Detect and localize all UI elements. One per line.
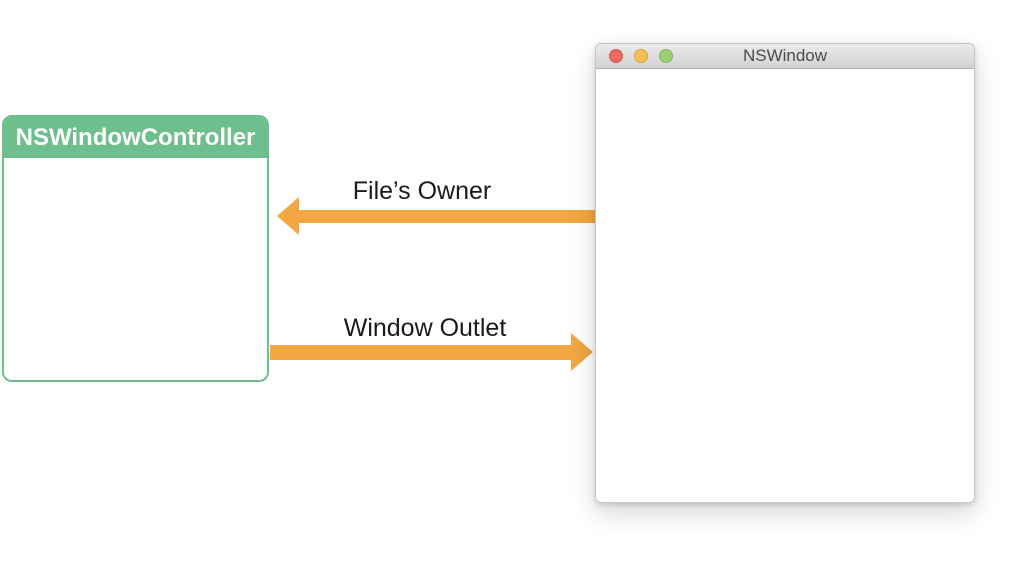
traffic-lights (609, 44, 673, 68)
arrow-shaft (270, 345, 572, 360)
arrow-shaft (298, 210, 595, 223)
close-button-icon[interactable] (609, 49, 623, 63)
nswindowcontroller-title: NSWindowController (15, 123, 256, 151)
window-outlet-label: Window Outlet (343, 314, 507, 342)
left-arrow-icon (277, 197, 595, 235)
files-owner-label: File’s Owner (352, 177, 492, 205)
nswindowcontroller-body (4, 158, 267, 380)
nswindow-titlebar[interactable]: NSWindow (596, 44, 974, 69)
right-arrowhead-icon (571, 333, 593, 371)
minimize-button-icon[interactable] (634, 49, 648, 63)
nswindowcontroller-box: NSWindowController (2, 115, 269, 382)
left-arrowhead-icon (277, 197, 299, 235)
nswindowcontroller-header: NSWindowController (4, 117, 267, 158)
right-arrow-icon (270, 333, 593, 371)
nswindow: NSWindow (595, 43, 975, 503)
zoom-button-icon[interactable] (659, 49, 673, 63)
nswindow-content (596, 69, 974, 502)
nswindow-title: NSWindow (742, 46, 828, 65)
